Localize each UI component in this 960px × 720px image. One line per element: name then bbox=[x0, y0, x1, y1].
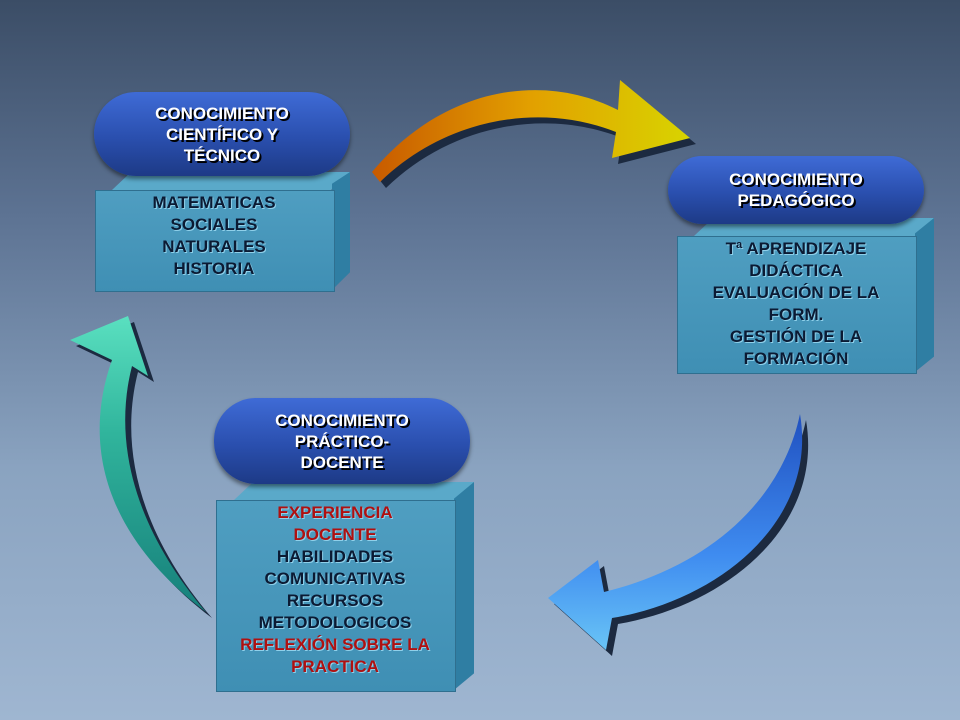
box-front bbox=[216, 500, 456, 692]
items-pedagogico: Tª APRENDIZAJE DIDÁCTICA EVALUACIÓN DE L… bbox=[677, 238, 915, 370]
item: GESTIÓN DE LA bbox=[729, 327, 863, 346]
item: MATEMATICAS bbox=[152, 193, 276, 212]
item: COMUNICATIVAS bbox=[264, 569, 406, 588]
box-front bbox=[677, 236, 917, 374]
box-side bbox=[915, 218, 934, 372]
item: REFLEXIÓN SOBRE LA bbox=[240, 635, 430, 654]
arrow-left bbox=[70, 316, 206, 612]
box-top bbox=[234, 482, 474, 500]
title-line: CONOCIMIENTO bbox=[275, 410, 409, 430]
item: METODOLOGICOS bbox=[258, 613, 412, 632]
title-line: CONOCIMIENTO bbox=[729, 170, 863, 189]
item: SOCIALES bbox=[170, 215, 258, 234]
item: Tª APRENDIZAJE bbox=[725, 239, 867, 258]
item: FORMACIÓN bbox=[743, 349, 849, 368]
box-top bbox=[112, 172, 350, 190]
box-side bbox=[454, 482, 474, 690]
box-side bbox=[332, 172, 350, 290]
item: PRACTICA bbox=[291, 657, 379, 676]
arrow-top bbox=[372, 80, 690, 182]
title-cientifico: CONOCIMIENTO CIENTÍFICO Y TÉCNICO bbox=[94, 92, 350, 176]
title-practico: CONOCIMIENTO PRÁCTICO- DOCENTE bbox=[214, 398, 470, 484]
title-line: TÉCNICO bbox=[183, 145, 261, 165]
title-pedagogico: CONOCIMIENTO PEDAGÓGICO bbox=[668, 156, 924, 224]
item: EXPERIENCIA bbox=[277, 503, 393, 522]
item: HISTORIA bbox=[173, 259, 255, 278]
item: RECURSOS bbox=[286, 591, 384, 610]
box-front bbox=[95, 190, 335, 292]
title-line: PEDAGÓGICO bbox=[737, 191, 855, 210]
item: DOCENTE bbox=[293, 525, 377, 544]
items-cientifico: MATEMATICAS SOCIALES NATURALES HISTORIA bbox=[95, 192, 333, 280]
title-line: DOCENTE bbox=[300, 452, 384, 472]
item: HABILIDADES bbox=[276, 547, 394, 566]
item: DIDÁCTICA bbox=[749, 261, 843, 280]
item: NATURALES bbox=[162, 237, 266, 256]
title-line: PRÁCTICO- bbox=[294, 431, 390, 451]
items-practico: EXPERIENCIA DOCENTE HABILIDADES COMUNICA… bbox=[216, 502, 454, 678]
item: EVALUACIÓN DE LA bbox=[712, 283, 880, 302]
title-line: CIENTÍFICO Y bbox=[165, 124, 279, 144]
item: FORM. bbox=[768, 305, 824, 324]
arrow-right bbox=[548, 414, 803, 650]
title-line: CONOCIMIENTO bbox=[155, 103, 289, 123]
